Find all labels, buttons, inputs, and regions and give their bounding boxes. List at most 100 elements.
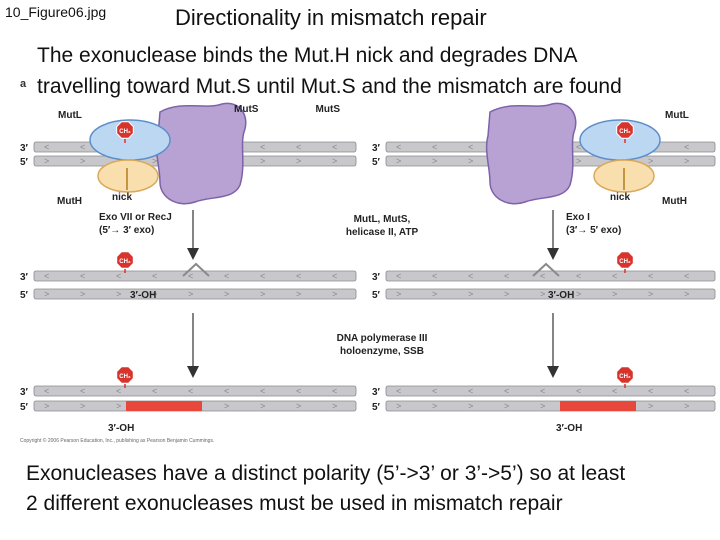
strand-end-label: 5′ xyxy=(372,290,381,301)
strand-direction-icon: > xyxy=(80,156,85,166)
strand-direction-icon: > xyxy=(540,289,545,299)
strand-direction-icon: < xyxy=(684,386,689,396)
strand-end-label: 3′ xyxy=(20,272,29,283)
strand-end-label: 3′ xyxy=(372,143,381,154)
strand-direction-icon: > xyxy=(44,156,49,166)
strand-direction-icon: > xyxy=(576,289,581,299)
slide-subtitle: The exonuclease binds the Mut.H nick and… xyxy=(37,40,622,102)
nick-label: nick xyxy=(112,192,132,203)
strand-direction-icon: < xyxy=(80,386,85,396)
methyl-label: CH₃ xyxy=(619,259,631,265)
subtitle-line-1: The exonuclease binds the Mut.H nick and… xyxy=(37,44,578,67)
muts-label: MutS xyxy=(316,104,341,115)
strand-direction-icon: > xyxy=(648,289,653,299)
methyl-stop-icon xyxy=(616,121,634,139)
strand-direction-icon: > xyxy=(332,156,337,166)
strand-direction-icon: < xyxy=(116,386,121,396)
strand-direction-icon: > xyxy=(504,289,509,299)
strand-direction-icon: < xyxy=(432,271,437,281)
strand-direction-icon: < xyxy=(468,142,473,152)
strand-direction-icon: < xyxy=(224,386,229,396)
strand-direction-icon: < xyxy=(44,142,49,152)
strand-direction-icon: < xyxy=(576,386,581,396)
strand-direction-icon: > xyxy=(432,289,437,299)
polymerase-label: holoenzyme, SSB xyxy=(340,346,424,357)
strand-direction-icon: < xyxy=(332,271,337,281)
left-enzyme-label: Exo VII or RecJ xyxy=(99,212,172,223)
strand-direction-icon: > xyxy=(396,401,401,411)
right-enzyme-label: Exo I xyxy=(566,212,590,223)
center-factors-label: MutL, MutS, xyxy=(354,214,411,225)
strand-direction-icon: > xyxy=(116,401,121,411)
strand-end-label: 5′ xyxy=(20,157,29,168)
mutl-label: MutL xyxy=(665,110,689,121)
repaired-segment xyxy=(560,401,636,411)
muth-label: MutH xyxy=(57,196,82,207)
strand-direction-icon: < xyxy=(540,386,545,396)
strand-direction-icon: > xyxy=(612,289,617,299)
dna-strand xyxy=(33,288,357,300)
strand-direction-icon: < xyxy=(188,386,193,396)
muts-label: MutS xyxy=(234,104,259,115)
strand-direction-icon: < xyxy=(260,386,265,396)
strand-direction-icon: > xyxy=(576,156,581,166)
strand-direction-icon: > xyxy=(44,401,49,411)
strand-direction-icon: < xyxy=(260,142,265,152)
strand-direction-icon: < xyxy=(296,142,301,152)
three-prime-oh-label: 3′-OH xyxy=(108,423,134,434)
strand-direction-icon: < xyxy=(504,386,509,396)
nick-label: nick xyxy=(610,192,630,203)
strand-direction-icon: < xyxy=(296,386,301,396)
strand-direction-icon: > xyxy=(468,156,473,166)
strand-direction-icon: < xyxy=(648,271,653,281)
strand-direction-icon: > xyxy=(224,289,229,299)
strand-direction-icon: > xyxy=(468,401,473,411)
strand-end-label: 5′ xyxy=(372,402,381,413)
dna-strand xyxy=(385,270,716,282)
strand-direction-icon: > xyxy=(296,289,301,299)
strand-direction-icon: > xyxy=(648,156,653,166)
strand-direction-icon: < xyxy=(80,142,85,152)
file-label: 10_Figure06.jpg xyxy=(5,4,107,20)
methyl-label: CH₃ xyxy=(119,129,131,135)
strand-direction-icon: < xyxy=(296,271,301,281)
mismatch-kink xyxy=(532,262,560,277)
muts-protein xyxy=(155,102,247,205)
muts-protein xyxy=(485,102,577,205)
subtitle-line-2: travelling toward Mut.S until Mut.S and … xyxy=(37,75,622,98)
strand-direction-icon: > xyxy=(396,156,401,166)
strand-direction-icon: > xyxy=(152,156,157,166)
strand-direction-icon: < xyxy=(396,271,401,281)
strand-direction-icon: > xyxy=(684,401,689,411)
strand-direction-icon: > xyxy=(332,289,337,299)
muth-label: MutH xyxy=(662,196,687,207)
bottom-caption: Exonucleases have a distinct polarity (5… xyxy=(26,459,625,519)
strand-direction-icon: > xyxy=(432,156,437,166)
strand-direction-icon: < xyxy=(432,386,437,396)
dna-strand xyxy=(385,288,716,300)
methyl-label: CH₃ xyxy=(619,374,631,380)
methyl-stop-icon xyxy=(116,366,134,384)
strand-direction-icon: < xyxy=(612,271,617,281)
strand-direction-icon: < xyxy=(432,142,437,152)
strand-direction-icon: > xyxy=(396,289,401,299)
methyl-stop-icon xyxy=(116,121,134,139)
strand-direction-icon: < xyxy=(44,271,49,281)
strand-direction-icon: < xyxy=(396,386,401,396)
copyright-note: Copyright © 2006 Pearson Education, Inc.… xyxy=(20,437,214,444)
strand-direction-icon: < xyxy=(260,271,265,281)
strand-direction-icon: > xyxy=(260,156,265,166)
right-enzyme-polarity: (3′→ 5′ exo) xyxy=(566,225,621,236)
strand-direction-icon: < xyxy=(224,271,229,281)
strand-direction-icon: > xyxy=(648,401,653,411)
three-prime-oh-label: 3′-OH xyxy=(130,290,156,301)
strand-direction-icon: < xyxy=(612,386,617,396)
left-enzyme-polarity: (5′→ 3′ exo) xyxy=(99,225,154,236)
strand-direction-icon: < xyxy=(540,271,545,281)
strand-direction-icon: > xyxy=(432,401,437,411)
caption-line-1: Exonucleases have a distinct polarity (5… xyxy=(26,462,626,485)
strand-direction-icon: > xyxy=(260,289,265,299)
methyl-label: CH₃ xyxy=(119,259,131,265)
strand-direction-icon: > xyxy=(80,289,85,299)
